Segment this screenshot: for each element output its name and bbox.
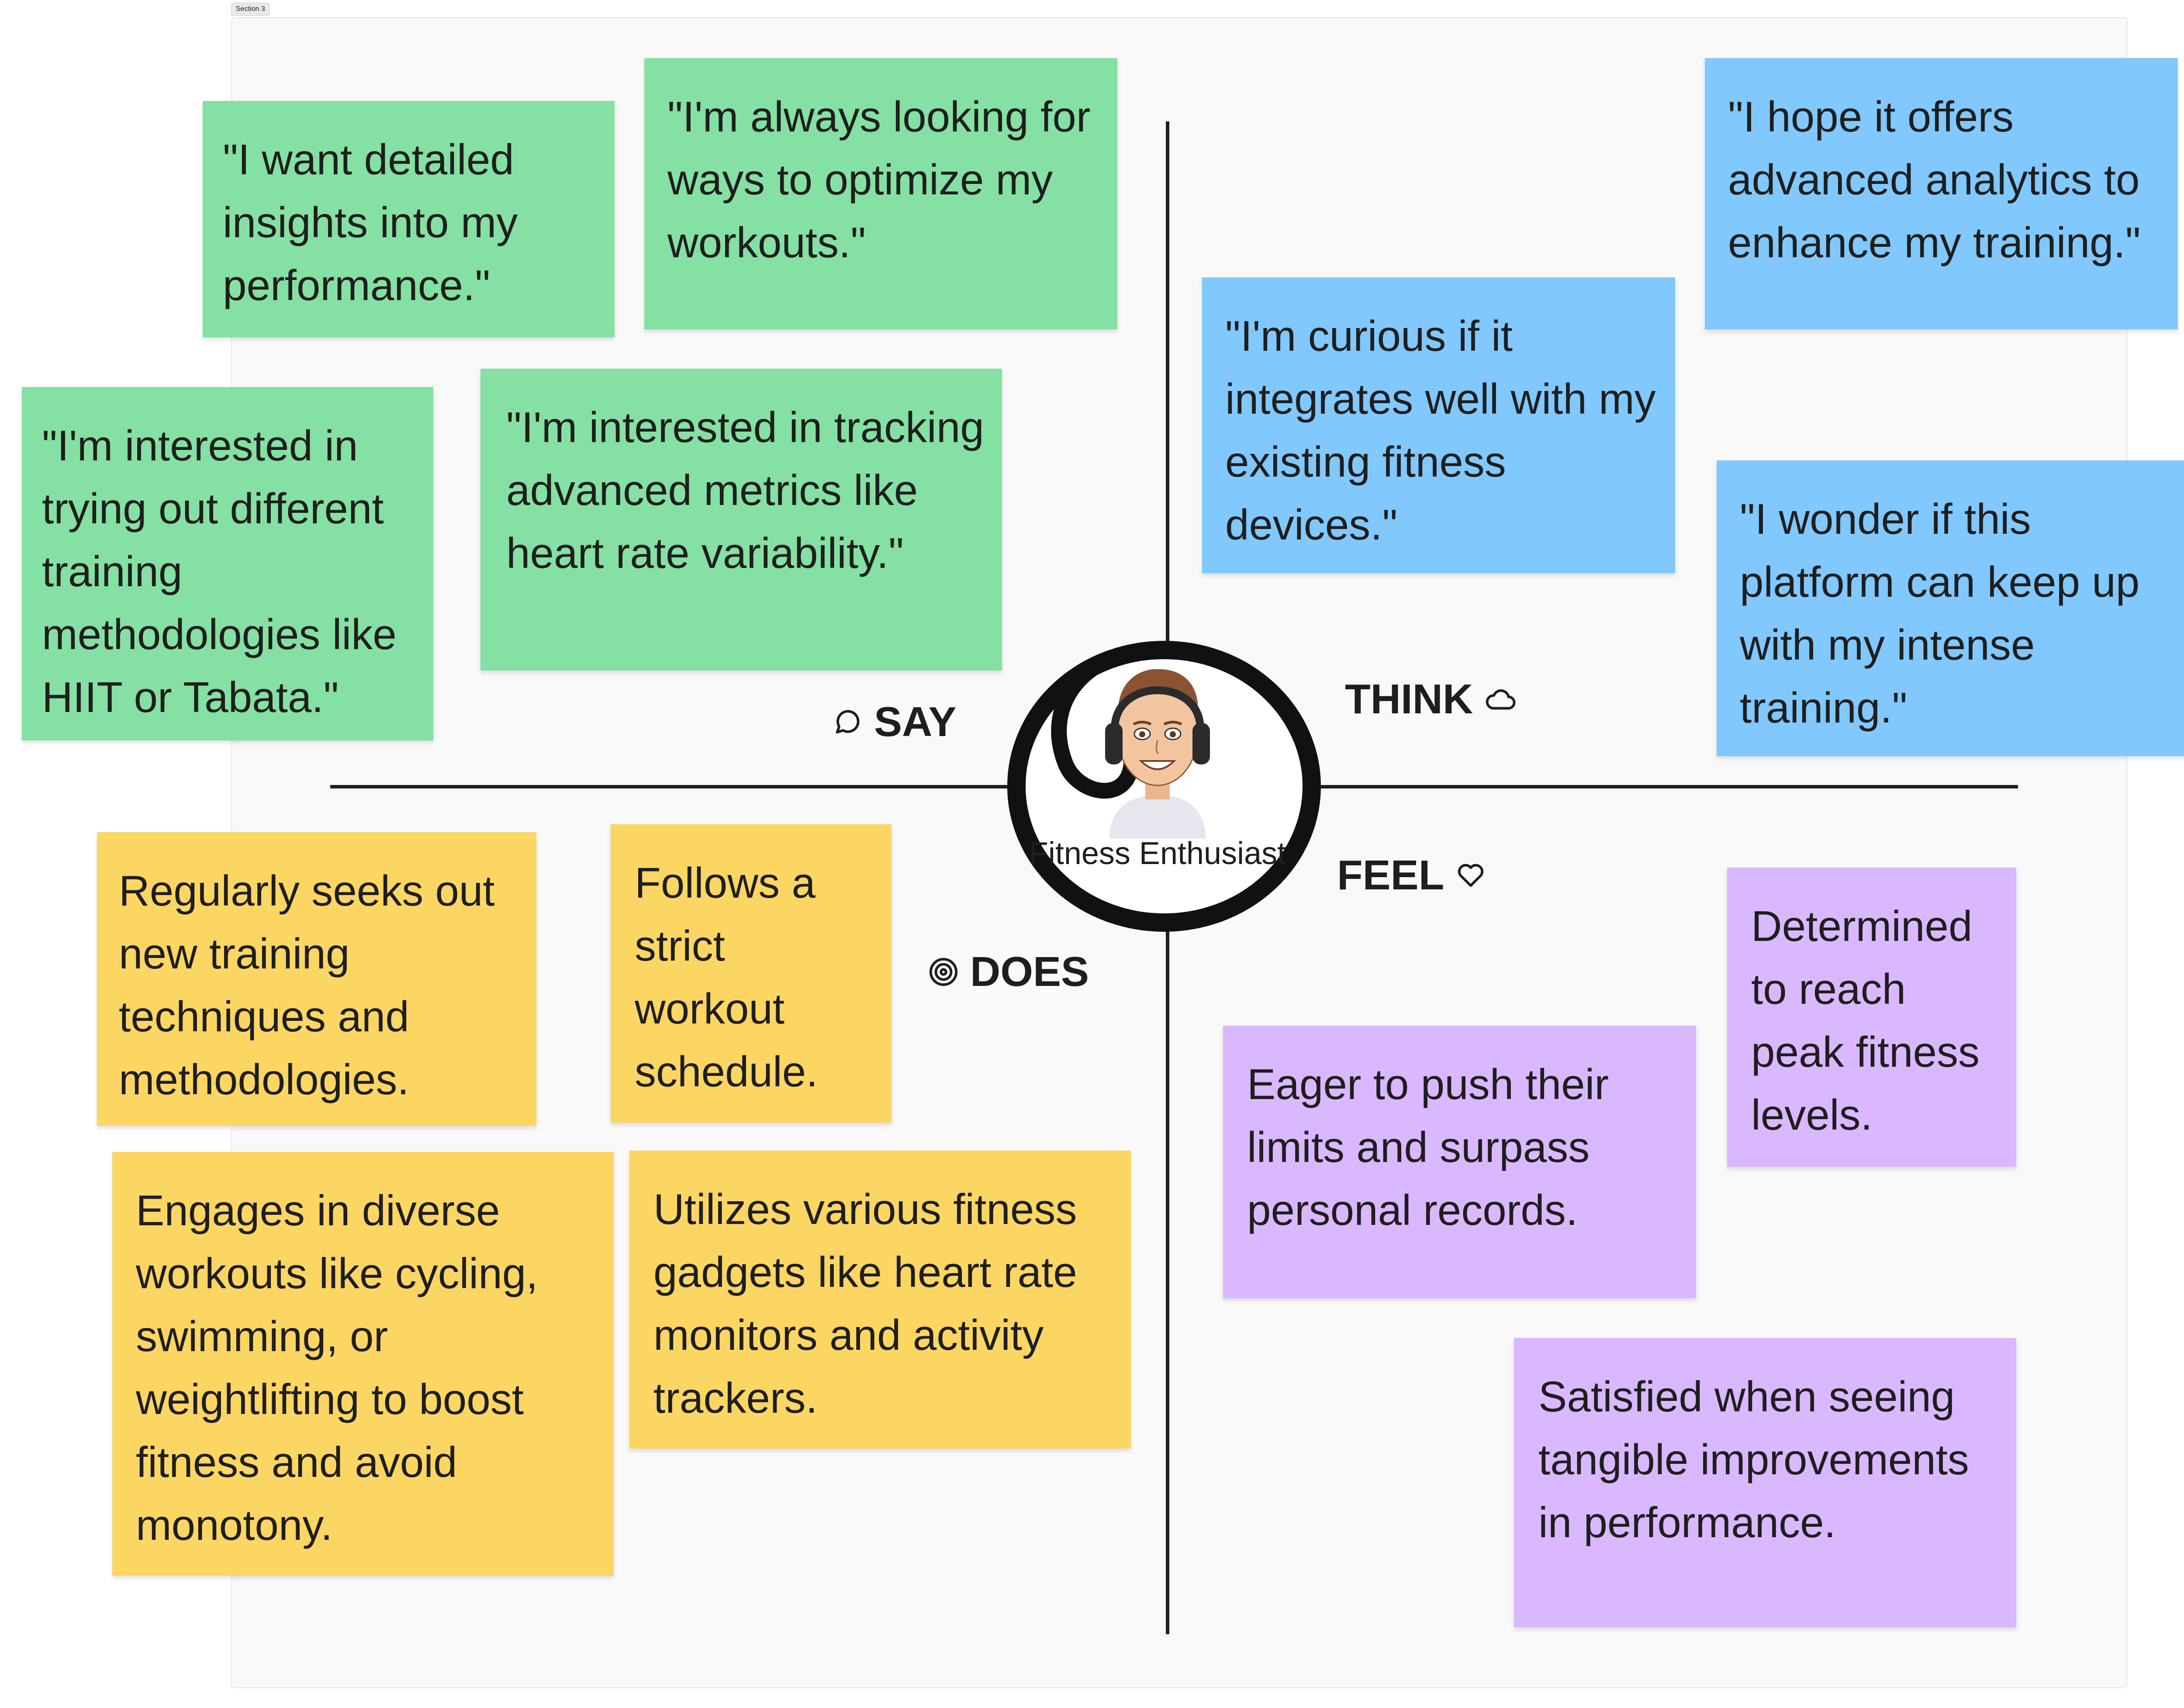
sticky-note-feel-3[interactable]: Satisfied when seeing tangible improveme… <box>1514 1338 2016 1627</box>
think-label: THINK <box>1345 675 1517 723</box>
does-label: DOES <box>928 948 1089 996</box>
sticky-note-think-1[interactable]: "I hope it offers advanced analytics to … <box>1705 58 2178 329</box>
say-label: SAY <box>832 698 957 746</box>
think-label-text: THINK <box>1345 676 1473 723</box>
heart-icon <box>1458 864 1484 887</box>
sticky-note-think-2[interactable]: "I'm curious if it integrates well with … <box>1202 277 1675 573</box>
sticky-note-does-4[interactable]: Utilizes various fitness gadgets like he… <box>629 1151 1131 1449</box>
say-label-text: SAY <box>874 698 957 745</box>
sticky-note-does-3[interactable]: Engages in diverse workouts like cycling… <box>112 1152 614 1576</box>
persona-label: Fitness Enthusiast <box>1029 836 1286 871</box>
avatar-headphones <box>1105 669 1210 839</box>
cloud-icon <box>1486 689 1516 710</box>
sticky-note-say-3[interactable]: "I'm interested in trying out different … <box>22 387 433 740</box>
speech-bubble-icon <box>836 710 860 734</box>
sticky-note-say-2[interactable]: "I'm always looking for ways to optimize… <box>644 58 1117 329</box>
sticky-note-think-3[interactable]: "I wonder if this platform can keep up w… <box>1717 460 2184 756</box>
sticky-note-say-1[interactable]: "I want detailed insights into my perfor… <box>203 101 615 337</box>
sticky-note-feel-1[interactable]: Determined to reach peak fitness levels. <box>1727 868 2016 1167</box>
section-tag[interactable]: Section 3 <box>231 3 270 16</box>
sticky-note-say-4[interactable]: "I'm interested in tracking advanced met… <box>480 369 1002 671</box>
sticky-note-feel-2[interactable]: Eager to push their limits and surpass p… <box>1223 1026 1696 1298</box>
feel-label: FEEL <box>1337 851 1486 899</box>
target-icon <box>929 958 958 986</box>
does-label-text: DOES <box>970 948 1089 995</box>
sticky-note-does-2[interactable]: Follows a strict workout schedule. <box>611 824 892 1123</box>
sticky-note-does-1[interactable]: Regularly seeks out new training techniq… <box>97 832 536 1126</box>
feel-label-text: FEEL <box>1337 852 1444 899</box>
